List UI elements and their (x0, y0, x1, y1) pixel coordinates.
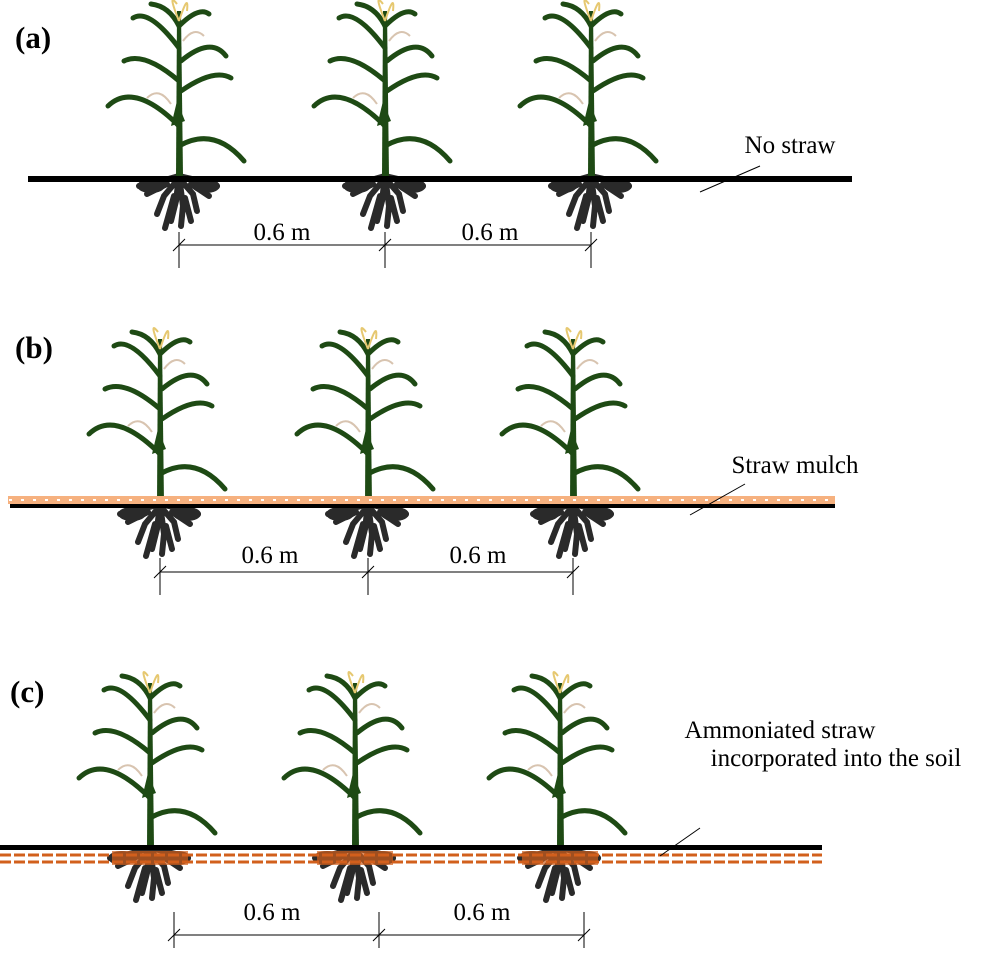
maize-plant (489, 672, 625, 900)
incorporated-straw-layer (0, 851, 822, 865)
maize-plant (284, 672, 420, 900)
treatment-label: No straw (745, 132, 836, 159)
spacing-label: 0.6 m (254, 219, 312, 246)
maize-plant (502, 328, 638, 556)
spacing-dimension (172, 232, 598, 268)
panel-b: (b) 0.6 m 0.6 m Straw mulch (8, 328, 859, 595)
maize-plant (314, 0, 450, 228)
soil-surface-line (10, 504, 835, 508)
spacing-dimension (167, 912, 591, 948)
treatment-label: incorporated into the soil (711, 745, 962, 772)
maize-plant (89, 328, 225, 556)
maize-plant (520, 0, 656, 228)
spacing-label: 0.6 m (450, 542, 508, 569)
panel-c: (c) 0.6 m 0.6 m Ammoniated straw incorpo… (0, 672, 961, 948)
straw-mulch-layer (8, 496, 835, 504)
leader-line (689, 483, 746, 516)
panel-label: (b) (15, 330, 53, 365)
treatment-label: Straw mulch (731, 452, 859, 479)
leader-line (699, 165, 761, 193)
spacing-label: 0.6 m (244, 899, 302, 926)
spacing-label: 0.6 m (462, 219, 520, 246)
maize-plant (297, 328, 433, 556)
leader-line (659, 827, 701, 857)
spacing-dimension (153, 558, 580, 595)
treatment-label: Ammoniated straw (685, 717, 876, 744)
panel-a: (a) 0.6 m 0.6 m No straw (15, 0, 852, 268)
maize-plant (79, 672, 215, 900)
soil-surface-line (28, 176, 852, 182)
spacing-label: 0.6 m (454, 899, 512, 926)
spacing-label: 0.6 m (242, 542, 300, 569)
panel-label: (a) (15, 20, 51, 55)
maize-plant (108, 0, 244, 228)
soil-surface-line (0, 845, 822, 850)
panel-label: (c) (10, 674, 44, 709)
